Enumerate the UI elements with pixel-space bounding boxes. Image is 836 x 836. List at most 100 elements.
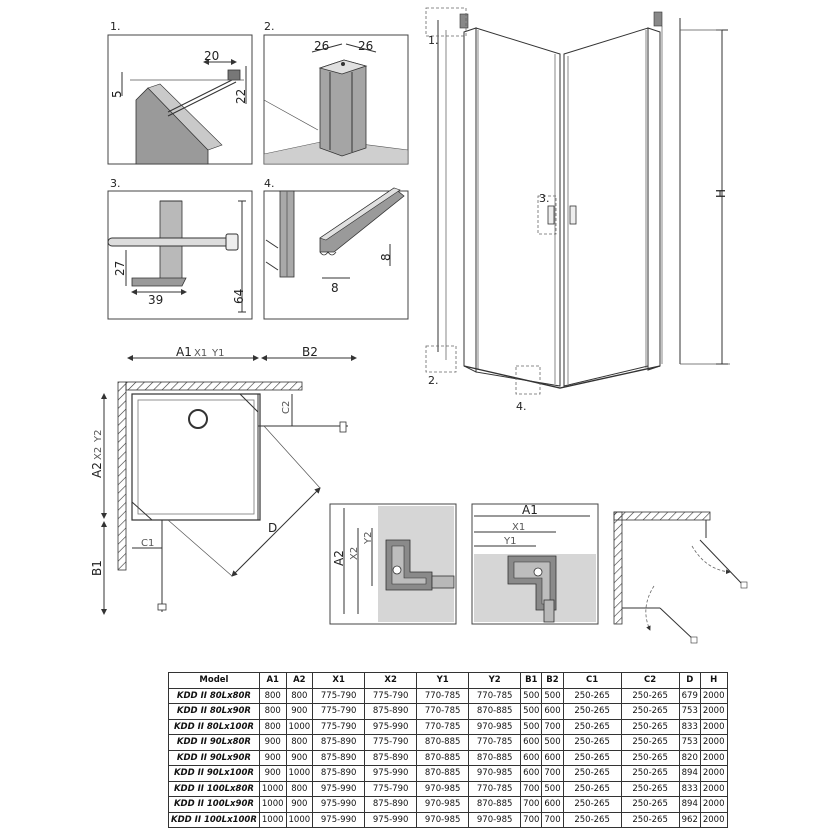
value-cell: 250-265	[562, 687, 622, 704]
value-cell: 900	[258, 749, 287, 766]
dim-x2: X2	[93, 447, 104, 460]
value-cell: 875-890	[364, 796, 418, 813]
value-cell: 900	[285, 749, 314, 766]
corner-y2: Y2	[363, 532, 374, 545]
callout-3: 3.	[539, 192, 550, 205]
value-cell: 600	[541, 796, 564, 813]
value-cell: 250-265	[562, 734, 622, 751]
value-cell: 870-885	[416, 734, 470, 751]
screw-icon	[533, 567, 543, 577]
value-cell: 700	[520, 780, 543, 797]
top-bracket-left	[459, 13, 469, 29]
value-cell: 800	[258, 718, 287, 735]
detail-2: 2. 26 26	[263, 20, 409, 165]
swing-top-wall	[613, 511, 711, 521]
value-cell: 970-985	[468, 718, 522, 735]
value-cell: 875-890	[364, 703, 418, 720]
value-cell: 870-885	[468, 749, 522, 766]
value-cell: 600	[541, 749, 564, 766]
callout-box-1	[425, 7, 467, 37]
corner-x2: X2	[349, 547, 360, 560]
value-cell: 975-990	[364, 718, 418, 735]
wall-profile	[319, 59, 367, 157]
model-cell: KDD II 100Lx90R	[168, 796, 260, 813]
value-cell: 600	[520, 749, 543, 766]
callout-2: 2.	[428, 374, 439, 387]
header-a2: A2	[285, 672, 314, 689]
left-fixed-panel	[463, 27, 477, 373]
value-cell: 250-265	[620, 780, 680, 797]
glass-strip	[431, 575, 455, 589]
drain-icon	[188, 409, 208, 429]
value-cell: 500	[520, 718, 543, 735]
value-cell: 800	[285, 687, 314, 704]
callout-4: 4.	[516, 400, 527, 413]
value-cell: 900	[285, 796, 314, 813]
stabiliser-bar-2	[167, 81, 237, 117]
tray-inner	[137, 399, 255, 515]
model-cell: KDD II 90Lx80R	[168, 734, 260, 751]
corner-a2: A2	[332, 550, 346, 566]
callout-1: 1.	[428, 34, 439, 47]
callout-box-3	[537, 195, 557, 235]
glass-strip	[543, 599, 555, 623]
value-cell: 600	[541, 703, 564, 720]
value-cell: 2000	[699, 687, 728, 704]
swing-left-wall	[613, 511, 623, 625]
value-cell: 975-990	[312, 780, 366, 797]
corner-x1: X1	[512, 522, 525, 533]
swing-arc-left	[645, 585, 655, 631]
elevation-view: 1. 2. 3. 4. H	[425, 7, 730, 413]
model-cell: KDD II 80Lx90R	[168, 703, 260, 720]
dim-h: H	[714, 189, 728, 198]
value-cell: 250-265	[562, 811, 622, 828]
dim-26b: 26	[358, 39, 373, 53]
callout-box-4	[515, 365, 541, 395]
value-cell: 250-265	[620, 734, 680, 751]
value-cell: 975-990	[312, 811, 366, 828]
header-h: H	[699, 672, 728, 689]
left-wall	[117, 381, 127, 571]
dim-a2: A2	[90, 462, 104, 478]
value-cell: 894	[678, 765, 701, 782]
value-cell: 875-890	[312, 734, 366, 751]
value-cell: 2000	[699, 734, 728, 751]
value-cell: 500	[541, 780, 564, 797]
value-cell: 250-265	[620, 687, 680, 704]
value-cell: 700	[520, 796, 543, 813]
header-y1: Y1	[416, 672, 470, 689]
left-door-panel	[475, 27, 561, 387]
threshold	[463, 365, 661, 389]
dim-20: 20	[204, 49, 219, 63]
value-cell: 870-885	[416, 765, 470, 782]
swing-arc-right	[691, 545, 731, 575]
detail-2-label: 2.	[264, 20, 275, 33]
left-door-open	[659, 607, 695, 641]
value-cell: 500	[520, 687, 543, 704]
detail-3-label: 3.	[110, 177, 121, 190]
value-cell: 970-985	[416, 796, 470, 813]
value-cell: 2000	[699, 796, 728, 813]
value-cell: 2000	[699, 703, 728, 720]
bar-end-cap	[225, 233, 239, 251]
value-cell: 970-985	[416, 780, 470, 797]
value-cell: 870-885	[468, 796, 522, 813]
screw-icon	[341, 62, 345, 66]
dim-39: 39	[148, 293, 163, 307]
value-cell: 250-265	[620, 718, 680, 735]
header-model: Model	[168, 672, 260, 689]
value-cell: 970-985	[468, 811, 522, 828]
right-handle-icon	[569, 205, 577, 225]
value-cell: 250-265	[620, 749, 680, 766]
corner-detail-right: A1 X1 Y1	[471, 503, 599, 625]
right-door-open	[699, 539, 745, 587]
right-fixed-panel	[647, 27, 661, 371]
value-cell: 753	[678, 734, 701, 751]
header-c2: C2	[620, 672, 680, 689]
dim-5: 5	[110, 90, 124, 98]
value-cell: 1000	[258, 796, 287, 813]
top-bracket-right	[653, 11, 663, 27]
